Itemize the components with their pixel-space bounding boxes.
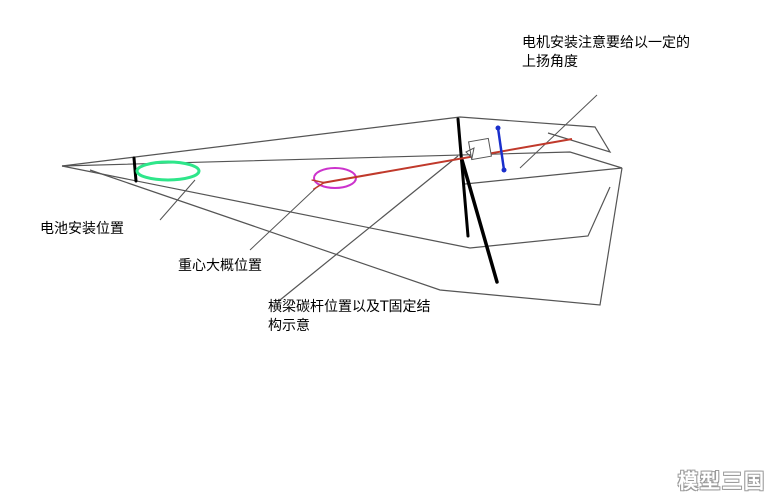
motor-angle-bar-bottom-dot bbox=[501, 167, 507, 173]
wing-outline bbox=[61, 116, 623, 306]
leader-line-battery bbox=[159, 179, 196, 221]
leader-lines bbox=[159, 94, 598, 251]
motor-mount bbox=[465, 125, 507, 173]
motor-mount-box bbox=[468, 137, 492, 161]
motor-mount-note-line2: 上扬角度 bbox=[522, 54, 578, 70]
site-watermark: 模型三国 bbox=[678, 469, 766, 493]
t-support-spar bbox=[460, 158, 499, 284]
crossbar-note-line2: 构示意 bbox=[268, 318, 310, 334]
leader-line-motor bbox=[519, 94, 598, 169]
crossbar-spar bbox=[456, 117, 470, 238]
battery-position-label: 电池安装位置 bbox=[40, 221, 124, 237]
battery-bulkhead bbox=[132, 156, 138, 183]
fuselage-centerline bbox=[61, 151, 623, 185]
motor-angle-bar-top-dot bbox=[495, 125, 501, 131]
upper-wing-edge bbox=[61, 116, 612, 167]
motor-mount-note-line1: 电机安装注意要给以一定的 bbox=[522, 35, 690, 51]
crossbar-note-line1: 横梁碳杆位置以及T固定结 bbox=[268, 299, 431, 315]
leader-line-crossbar bbox=[279, 155, 459, 301]
motor-mount-bracket bbox=[465, 147, 475, 160]
cg-position-label: 重心大概位置 bbox=[178, 258, 262, 274]
rear-wing-edge bbox=[89, 167, 623, 306]
spars bbox=[132, 117, 499, 284]
battery-position-marker bbox=[135, 160, 201, 182]
thrust-direction-arrow bbox=[322, 138, 573, 183]
lower-wing-edge bbox=[61, 165, 611, 249]
motor-angle-bar bbox=[496, 127, 506, 171]
leader-line-cg bbox=[249, 185, 319, 251]
